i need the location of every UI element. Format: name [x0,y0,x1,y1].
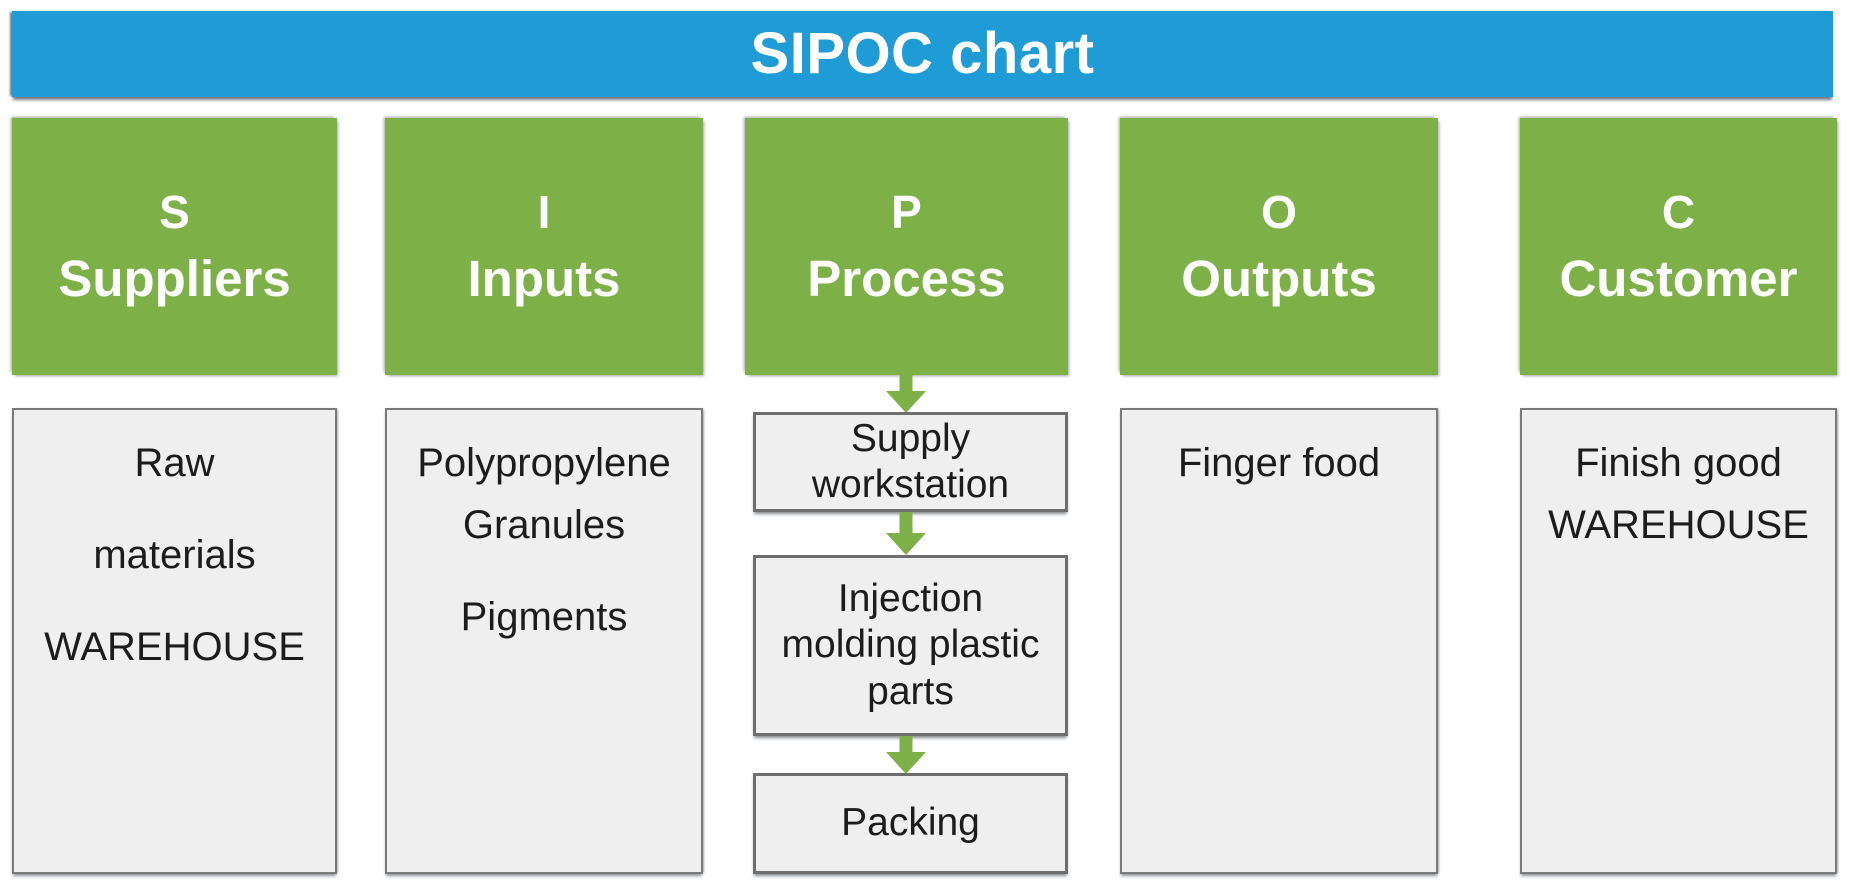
column-letter-o: O [1261,185,1297,238]
column-header-suppliers: S Suppliers [12,118,337,375]
step-2-line-1: Injection [837,577,984,621]
column-letter-p: P [891,185,922,238]
customer-line-2: WAREHOUSE [1548,503,1809,547]
suppliers-spacer-2 [24,586,325,616]
arrow-head [886,391,926,413]
process-step-injection-molding: Injection molding plastic parts [753,555,1068,736]
inputs-line-2: Granules [462,503,626,547]
column-word-customer: Customer [1559,249,1798,307]
step-1-line-2: workstation [811,463,1010,506]
chart-title: SIPOC chart [750,21,1095,86]
content-box-suppliers: Raw materials WAREHOUSE [12,408,337,874]
chart-title-bar: SIPOC chart [12,11,1833,97]
arrow-shaft [899,512,913,533]
arrow-injection-molding-to-packing [886,736,926,774]
column-header-inputs: I Inputs [385,118,703,375]
customer-line-1: Finish good [1575,441,1782,485]
inputs-spacer-1 [397,556,691,586]
step-2-line-2: molding plastic [781,623,1040,667]
arrow-header-to-supply-workstation [886,375,926,413]
content-box-outputs: Finger food [1120,408,1438,874]
inputs-line-3: Pigments [460,595,628,639]
column-letter-i: I [537,185,551,238]
suppliers-line-1: Raw [134,441,215,485]
inputs-line-1: Polypropylene [417,441,671,485]
column-header-outputs: O Outputs [1120,118,1438,375]
step-2-line-3: parts [867,669,954,713]
column-letter-c: C [1661,185,1696,238]
step-1-line-1: Supply [850,416,971,460]
arrow-head [886,533,926,555]
column-word-outputs: Outputs [1181,249,1377,307]
process-step-supply-workstation: Supply workstation [753,412,1068,512]
column-word-suppliers: Suppliers [58,249,291,307]
column-header-customer: C Customer [1520,118,1837,375]
suppliers-line-3: WAREHOUSE [44,625,305,669]
arrow-shaft [899,375,913,393]
content-box-customer: Finish good WAREHOUSE [1520,408,1837,874]
process-step-packing: Packing [753,773,1068,874]
arrow-supply-to-injection-molding [886,512,926,555]
suppliers-spacer-1 [24,494,325,524]
column-word-inputs: Inputs [467,249,621,307]
outputs-line-1: Finger food [1177,441,1381,485]
arrow-head [886,752,926,774]
arrow-shaft [899,736,913,752]
content-box-inputs: Polypropylene Granules Pigments [385,408,703,874]
column-word-process: Process [807,249,1006,307]
column-header-process: P Process [745,118,1068,375]
step-3-line-1: Packing [841,801,980,845]
suppliers-line-2: materials [93,533,256,577]
column-letter-s: S [159,185,190,238]
